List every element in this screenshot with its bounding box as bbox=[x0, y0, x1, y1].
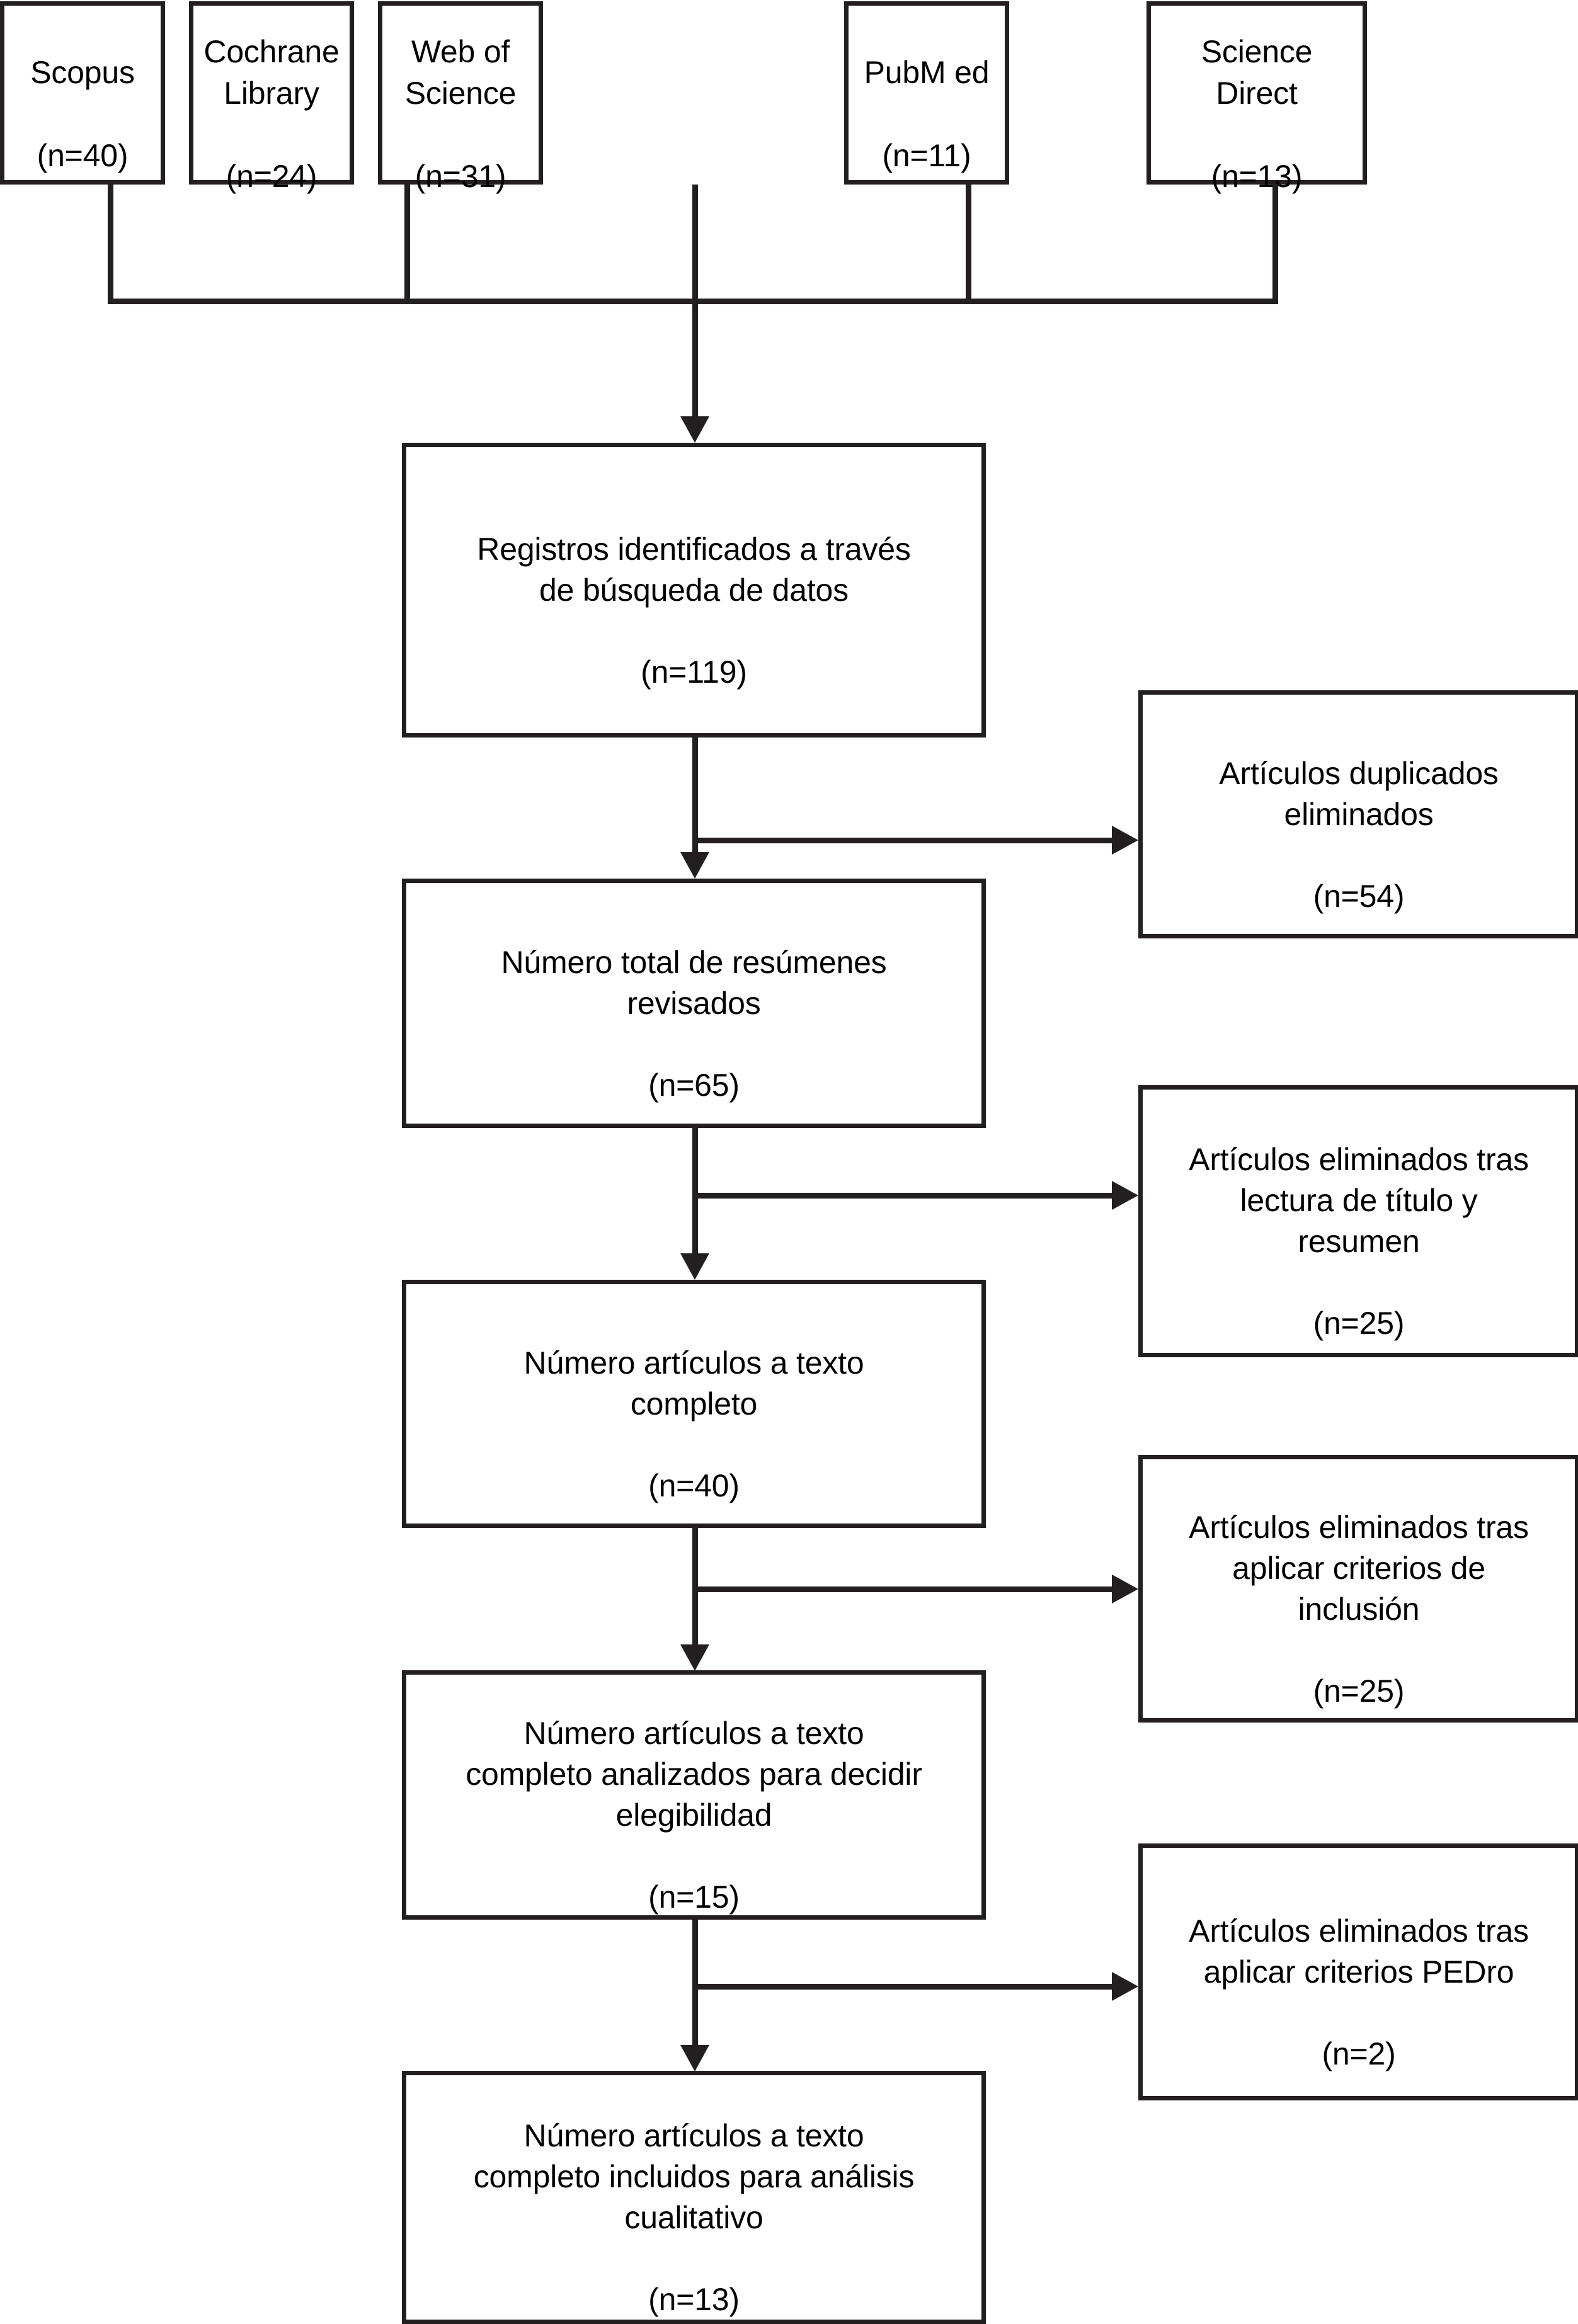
arrowhead-into-removed-after-inclusion-criteria bbox=[1112, 1575, 1138, 1603]
exclusion-box-removed-after-inclusion-criteria: Artículos eliminados tras aplicar criter… bbox=[1138, 1455, 1578, 1723]
exclusion-count-duplicates-removed: (n=54) bbox=[1313, 878, 1405, 914]
arrowhead-into-duplicates-removed bbox=[1112, 826, 1138, 855]
exclusion-count-removed-after-title-abstract: (n=25) bbox=[1313, 1306, 1405, 1341]
source-label-pubmed: PubM ed bbox=[864, 54, 990, 90]
exclusion-label-removed-after-title-abstract: Artículos eliminados tras lectura de tít… bbox=[1189, 1142, 1529, 1259]
stage-count-full-text-articles: (n=40) bbox=[648, 1467, 740, 1503]
arrowhead-into-full-text-articles bbox=[680, 1253, 709, 1280]
stage-count-full-text-eligibility: (n=15) bbox=[648, 1879, 740, 1915]
source-label-scopus: Scopus bbox=[30, 54, 135, 90]
connector-branch-removed-after-inclusion-criteria bbox=[692, 1586, 1116, 1592]
source-box-web-of-science: Web of Science (n=31) bbox=[378, 1, 543, 194]
stage-box-records-identified: Registros identificados a través de búsq… bbox=[402, 443, 986, 738]
connector-branch-removed-after-pedro-criteria bbox=[692, 1984, 1116, 1990]
source-label-cochrane-library: Cochrane Library bbox=[203, 33, 340, 111]
stage-label-full-text-articles: Número artículos a texto completo bbox=[523, 1345, 864, 1421]
arrowhead-into-full-text-eligibility bbox=[680, 1644, 709, 1671]
source-box-pubmed: PubM ed (n=11) bbox=[844, 1, 1009, 185]
exclusion-label-duplicates-removed: Artículos duplicados eliminados bbox=[1219, 755, 1499, 832]
stage-box-full-text-eligibility: Número artículos a texto completo analiz… bbox=[402, 1670, 986, 1920]
connector-drop-pubmed bbox=[966, 185, 971, 304]
source-box-cochrane-library: Cochrane Library (n=24) bbox=[189, 1, 354, 194]
connector-drop-science-direct bbox=[1272, 185, 1278, 304]
stage-count-abstracts-reviewed: (n=65) bbox=[648, 1067, 740, 1103]
exclusion-box-duplicates-removed: Artículos duplicados eliminados (n=54) bbox=[1138, 690, 1578, 938]
exclusion-box-removed-after-title-abstract: Artículos eliminados tras lectura de tít… bbox=[1138, 1085, 1578, 1357]
arrowhead-into-removed-after-pedro-criteria bbox=[1112, 1972, 1138, 2001]
exclusion-label-removed-after-pedro-criteria: Artículos eliminados tras aplicar criter… bbox=[1189, 1913, 1529, 1990]
connector-full-text-eligibility-to-included-qualitative bbox=[692, 1920, 698, 2046]
stage-label-abstracts-reviewed: Número total de resúmenes revisados bbox=[501, 944, 887, 1021]
stage-box-included-qualitative: Número artículos a texto completo inclui… bbox=[402, 2071, 986, 2324]
arrowhead-into-records-identified bbox=[680, 416, 709, 443]
connector-bus-to-records-identified bbox=[692, 299, 698, 418]
arrowhead-into-included-qualitative bbox=[680, 2045, 709, 2071]
connector-branch-duplicates-removed bbox=[692, 838, 1116, 843]
connector-branch-removed-after-title-abstract bbox=[692, 1193, 1116, 1199]
source-count-scopus: (n=40) bbox=[37, 137, 129, 173]
source-box-science-direct: Science Direct (n=13) bbox=[1146, 1, 1367, 194]
exclusion-label-removed-after-inclusion-criteria: Artículos eliminados tras aplicar criter… bbox=[1189, 1509, 1529, 1627]
exclusion-count-removed-after-inclusion-criteria: (n=25) bbox=[1313, 1673, 1405, 1709]
exclusion-count-removed-after-pedro-criteria: (n=2) bbox=[1322, 2036, 1396, 2071]
source-count-pubmed: (n=11) bbox=[882, 137, 971, 173]
stage-label-records-identified: Registros identificados a través de búsq… bbox=[477, 531, 911, 608]
source-count-cochrane-library: (n=24) bbox=[226, 158, 317, 194]
source-label-web-of-science: Web of Science bbox=[404, 33, 517, 111]
connector-drop-scopus bbox=[108, 185, 113, 304]
source-count-science-direct: (n=13) bbox=[1211, 158, 1303, 194]
connector-drop-web-of-science bbox=[692, 185, 698, 304]
stage-label-full-text-eligibility: Número artículos a texto completo analiz… bbox=[466, 1716, 922, 1833]
connector-abstracts-reviewed-to-full-text-articles bbox=[692, 1128, 698, 1254]
source-count-web-of-science: (n=31) bbox=[415, 158, 506, 194]
stage-box-full-text-articles: Número artículos a texto completo (n=40) bbox=[402, 1280, 986, 1528]
arrowhead-into-removed-after-title-abstract bbox=[1112, 1181, 1138, 1210]
stage-box-abstracts-reviewed: Número total de resúmenes revisados (n=6… bbox=[402, 879, 986, 1128]
connector-records-identified-to-abstracts-reviewed bbox=[692, 738, 698, 852]
connector-drop-cochrane-library bbox=[404, 185, 410, 304]
source-box-scopus: Scopus (n=40) bbox=[0, 1, 165, 185]
exclusion-box-removed-after-pedro-criteria: Artículos eliminados tras aplicar criter… bbox=[1138, 1843, 1578, 2100]
stage-count-records-identified: (n=119) bbox=[641, 654, 747, 690]
stage-count-included-qualitative: (n=13) bbox=[648, 2282, 740, 2317]
source-label-science-direct: Science Direct bbox=[1201, 33, 1313, 111]
stage-label-included-qualitative: Número artículos a texto completo inclui… bbox=[473, 2118, 915, 2235]
arrowhead-into-abstracts-reviewed bbox=[680, 852, 709, 879]
